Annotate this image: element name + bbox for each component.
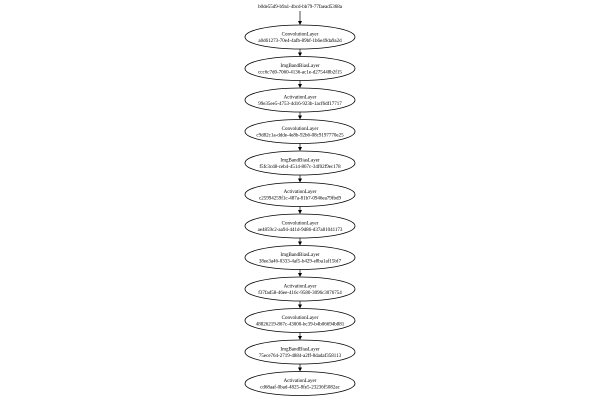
- node-type-label: ConvolutionLayer: [282, 316, 319, 321]
- node-ellipse: [244, 276, 356, 302]
- edge-arrowhead-3: [298, 115, 302, 120]
- node-id-label: 75ece764-2719-4884-a2ff-8dadaf358113: [259, 354, 342, 359]
- node-id-label: ccc6c7d0-7060-4136-ac1e-d275448b2f15: [258, 71, 342, 76]
- edge-arrowhead-5: [298, 178, 302, 183]
- edge-arrowhead-10: [298, 336, 302, 340]
- edge-arrowhead-1: [298, 52, 302, 57]
- node-img-band-bias-layer-8: ImgBandBiasLayer 38ee3a46-0333-4af5-b429-…: [244, 245, 356, 270]
- edge-arrowhead-0: [298, 21, 302, 25]
- node-id-label: f5fc3cd8-ceb4-4514-867c-34f02f9ec178: [259, 165, 341, 170]
- node-type-label: ActivationLayer: [284, 285, 317, 290]
- node-convolution-layer-10: ConvolutionLayer 48826219-867c-43000-bc39…: [244, 308, 356, 333]
- node-activation-layer-12: ActivationLayer cd68aaf-0bad-4825-8fe5-23…: [244, 371, 356, 396]
- node-id-label: 48826219-867c-43000-bc39-b4b06694b881: [256, 323, 345, 328]
- edge-arrowhead-11: [298, 367, 302, 372]
- node-img-band-bias-layer-5: ImgBandBiasLayerf5fc3cd8-ceb4-4514-867c-…: [244, 150, 356, 176]
- node-ellipse: [244, 150, 356, 176]
- node-ellipse: [244, 371, 356, 396]
- node-ellipse: [244, 339, 356, 365]
- node-type-label: ActivationLayer: [284, 96, 317, 101]
- node-ellipse: [244, 245, 356, 270]
- node-type-label: ActivationLayer: [284, 190, 317, 195]
- node-convolution-layer-4: ConvolutionLayer c9d82c1a-ddde-4e8b-92b6-…: [244, 119, 356, 144]
- node-id-label: f37fad58-46ee-416c-9580-3096c3076754: [258, 291, 342, 296]
- node-type-label: ConvolutionLayer: [282, 127, 319, 132]
- node-activation-layer-6: ActivationLayer c25994259f1c-487a-81b7-09…: [244, 182, 356, 207]
- node-ellipse: [244, 87, 356, 113]
- edge-arrowhead-4: [298, 147, 302, 151]
- node-convolution-layer-1: ConvolutionLayera0d61273-70e4-4afb-89bf-…: [244, 24, 356, 50]
- node-id-label: 99e35ee5-4753-4d16-923b-1acf6df17717: [258, 102, 342, 107]
- edge-arrowhead-2: [298, 84, 302, 88]
- top-node-label: b0de55d9-b9a1-4bcd-bb79-77faead5368a: [258, 5, 343, 10]
- node-ellipse: [244, 182, 356, 207]
- node-id-label: 38ee3a46-0333-4af5-b429-e8ba1af15bf7: [259, 260, 342, 265]
- node-type-label: ConvolutionLayer: [282, 33, 319, 38]
- edges-group: [298, 11, 302, 372]
- node-ellipse: [244, 119, 356, 144]
- node-type-label: ImgBandBiasLayer: [280, 348, 319, 353]
- node-convolution-layer-7: ConvolutionLayerae4859c2-aa94-441d-9d86-…: [244, 213, 356, 239]
- edge-arrowhead-6: [298, 210, 302, 214]
- node-ellipse: [244, 24, 356, 50]
- node-img-band-bias-layer-11: ImgBandBiasLayer75ece764-2719-4884-a2ff-…: [244, 339, 356, 365]
- node-id-label: ae4859c2-aa94-441d-9d86-d37a81041173: [258, 228, 343, 233]
- node-type-label: ActivationLayer: [284, 379, 317, 384]
- node-ellipse: [244, 213, 356, 239]
- node-type-label: ImgBandBiasLayer: [280, 253, 319, 258]
- edge-arrowhead-8: [298, 273, 302, 277]
- node-ellipse: [244, 308, 356, 333]
- node-id-label: cd68aaf-0bad-4825-8fe5-23236f5082ac: [260, 386, 340, 391]
- node-activation-layer-9: ActivationLayerf37fad58-46ee-416c-9580-3…: [244, 276, 356, 302]
- node-activation-layer-3: ActivationLayer99e35ee5-4753-4d16-923b-1…: [244, 87, 356, 113]
- nodes-group: ConvolutionLayera0d61273-70e4-4afb-89bf-…: [244, 24, 356, 396]
- node-type-label: ConvolutionLayer: [282, 222, 319, 227]
- edge-arrowhead-9: [298, 304, 302, 309]
- node-img-band-bias-layer-2: ImgBandBiasLayer ccc6c7d0-7060-4136-ac1e-…: [244, 56, 356, 81]
- node-type-label: ImgBandBiasLayer: [280, 159, 319, 164]
- node-type-label: ImgBandBiasLayer: [280, 64, 319, 69]
- node-id-label: a0d61273-70e4-4afb-89bf-1b6e49da9a2d: [258, 39, 342, 44]
- edge-arrowhead-7: [298, 241, 302, 246]
- node-ellipse: [244, 56, 356, 81]
- node-id-label: c9d82c1a-ddde-4e8b-92b6-08c9197770e25: [256, 134, 344, 139]
- node-id-label: c25994259f1c-487a-81b7-0946ea79fbd9: [259, 197, 341, 202]
